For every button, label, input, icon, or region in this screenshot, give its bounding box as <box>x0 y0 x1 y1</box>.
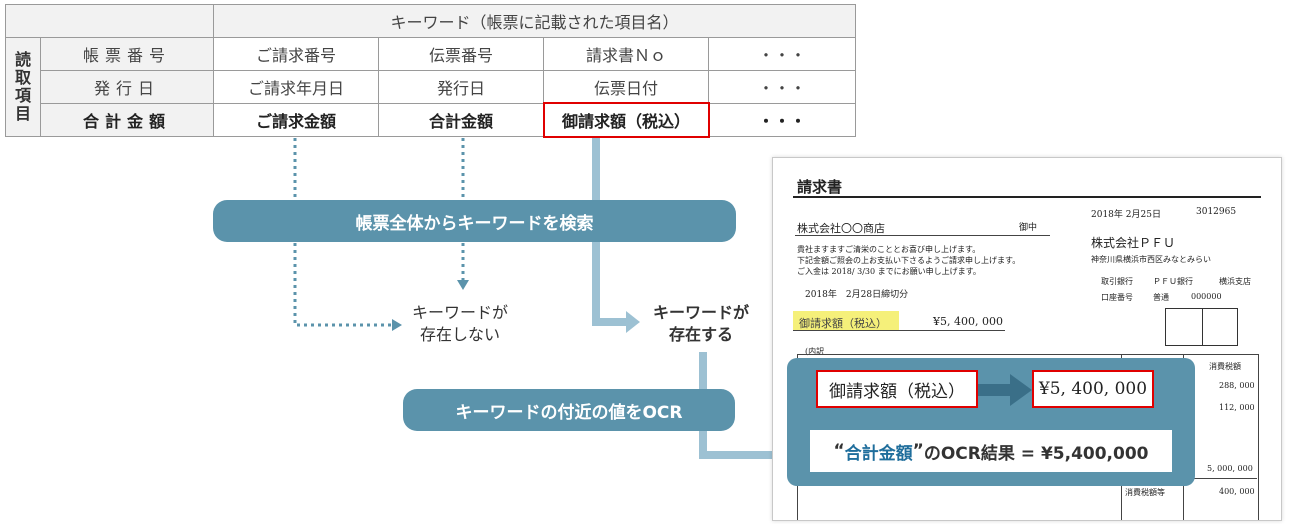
tax-value: 288, 000 <box>1219 381 1255 390</box>
amount-underline <box>793 330 1005 331</box>
keyword-exist: キーワードが存在する <box>652 303 749 344</box>
table-cell: 合計金額 <box>378 103 544 137</box>
body-line: 貴社ますますご清栄のこととお喜び申し上げます。 <box>797 245 981 254</box>
table-cell: 伝票番号 <box>378 37 544 71</box>
table-cell: ご請求年月日 <box>213 70 379 104</box>
keyword-table: キーワード（帳票に記載された項目名） 読取項目 帳票番号 ご請求番号 伝票番号 … <box>5 4 856 137</box>
table-cell: ・・・ <box>708 103 856 137</box>
title-rule <box>793 196 1261 198</box>
search-step: 帳票全体からキーワードを検索 <box>213 200 736 242</box>
bank-name: ＰＦＵ銀行 <box>1153 277 1193 286</box>
ocr-result-text: “合計金額”のOCR結果 = ¥5,400,000 <box>810 430 1172 472</box>
account-number: 000000 <box>1191 292 1222 301</box>
tax-total-value: 400, 000 <box>1219 487 1255 496</box>
amount-value: ¥5, 400, 000 <box>933 315 1003 328</box>
closing-date: 2018年 2月28日締切分 <box>805 290 909 300</box>
table-cell: ご請求番号 <box>213 37 379 71</box>
table-cell: ・・・ <box>708 70 856 104</box>
table-cell: 伝票日付 <box>543 70 709 104</box>
sum-value: 5, 000, 000 <box>1207 464 1253 473</box>
keyword-marker <box>793 311 899 331</box>
side-label: 読取項目 <box>5 37 41 137</box>
table-cell: 請求書Ｎｏ <box>543 37 709 71</box>
row-header-total-amount: 合計金額 <box>40 103 214 137</box>
detail-label: (内訳 <box>805 347 825 356</box>
customer-underline <box>795 235 1050 236</box>
ocr-keyword-box: 御請求額（税込） <box>816 370 978 408</box>
tax-header: 消費税額 <box>1209 362 1241 371</box>
tax-total-label: 消費税額等 <box>1125 488 1165 497</box>
seal-box <box>1201 308 1238 346</box>
account-type: 普通 <box>1153 293 1169 302</box>
solid-connector-exist <box>592 138 628 326</box>
bank-label: 取引銀行 <box>1101 277 1133 286</box>
table-cell: ご請求金額 <box>213 103 379 137</box>
arrow-head <box>457 280 469 290</box>
table-corner <box>5 4 214 38</box>
tax-value: 112, 000 <box>1219 403 1255 412</box>
ocr-value-box: ¥5, 400, 000 <box>1032 370 1154 408</box>
seal-box <box>1165 308 1203 346</box>
matched-keyword-highlight <box>543 102 710 138</box>
invoice-date: 2018年 2月25日 <box>1091 210 1161 220</box>
body-line: 下記金額ご照会の上お支払い下さるようご請求申し上げます。 <box>797 256 1021 265</box>
issuer-address: 神奈川県横浜市西区みなとみらい <box>1091 255 1211 264</box>
right-arrow-icon <box>978 374 1032 406</box>
customer-name: 株式会社〇〇商店 <box>797 222 885 235</box>
invoice-number: 3012965 <box>1196 207 1237 217</box>
account-label: 口座番号 <box>1101 293 1133 302</box>
row-header-issue-date: 発行日 <box>40 70 214 104</box>
bank-branch: 横浜支店 <box>1219 277 1251 286</box>
solid-connector-result <box>699 352 796 459</box>
table-cell-matched: 御請求額（税込） <box>543 103 709 137</box>
body-line: ご入金は 2018/ 3/30 までにお願い申し上げます。 <box>797 267 981 276</box>
arrow-head <box>392 319 402 331</box>
keyword-not-exist: キーワードが存在しない <box>411 303 508 344</box>
table-cell: ・・・ <box>708 37 856 71</box>
issuer-company: 株式会社ＰＦＵ <box>1091 236 1176 250</box>
amount-label: 御請求額（税込） <box>799 317 887 330</box>
table-cell: 発行日 <box>378 70 544 104</box>
arrow-head <box>626 311 640 333</box>
row-header-invoice-number: 帳票番号 <box>40 37 214 71</box>
invoice-title: 請求書 <box>797 178 843 196</box>
honorific: 御中 <box>1019 223 1038 233</box>
ocr-step: キーワードの付近の値をOCR <box>403 389 735 431</box>
